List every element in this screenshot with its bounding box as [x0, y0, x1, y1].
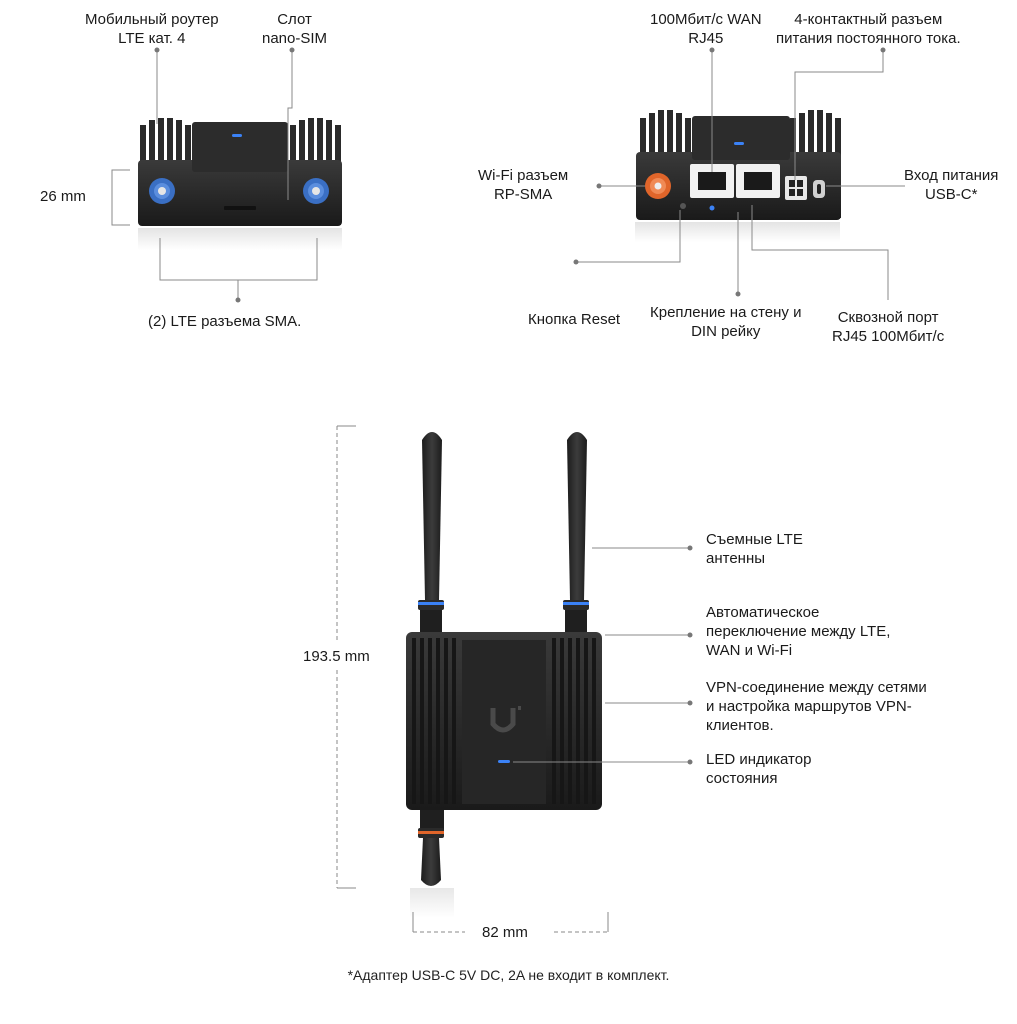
label-sma-connectors: (2) LTE разъема SMA. — [148, 313, 302, 330]
label-reset-button: Кнопка Reset — [528, 311, 621, 328]
rear-leader-lines — [576, 50, 905, 300]
top-dimension-lines — [336, 426, 608, 933]
front-leader-lines — [111, 50, 318, 300]
front-device — [138, 118, 342, 250]
top-device — [406, 432, 602, 918]
label-top-width: 82 mm — [482, 924, 528, 941]
footnote: *Адаптер USB-C 5V DC, 2A не входит в ком… — [347, 967, 670, 983]
label-front-height: 26 mm — [40, 188, 86, 205]
label-top-height: 193.5 mm — [303, 648, 370, 665]
top-leader-lines — [513, 547, 690, 763]
